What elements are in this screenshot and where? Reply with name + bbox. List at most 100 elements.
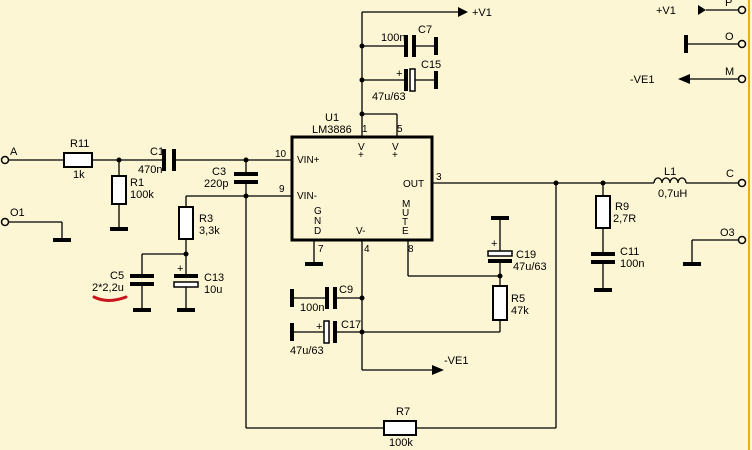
pin-label-vinm: VIN- bbox=[297, 191, 317, 202]
capacitor-c11: C11 100n bbox=[591, 246, 644, 270]
ic-part: LM3886 bbox=[312, 124, 352, 136]
c1-ref: C1 bbox=[150, 146, 164, 158]
v1-right-arrow bbox=[698, 5, 706, 15]
terminal-a bbox=[0, 155, 10, 165]
resistor-r1: R1 100k bbox=[111, 175, 154, 205]
r3-ref: R3 bbox=[199, 213, 213, 225]
pin-number-3: 3 bbox=[436, 172, 442, 183]
capacitor-c15: + C15 47u/63 bbox=[372, 59, 441, 103]
ic-ref: U1 bbox=[325, 112, 339, 124]
pin-number-5: 5 bbox=[397, 124, 403, 135]
c11-value: 100n bbox=[620, 258, 644, 270]
capacitor-c9: C9 100n bbox=[300, 284, 353, 314]
r5-ref: R5 bbox=[511, 293, 525, 305]
r1-value: 100k bbox=[130, 189, 154, 201]
terminal-o1-label: O1 bbox=[10, 207, 25, 219]
resistor-r3: R3 3,3k bbox=[178, 206, 220, 240]
capacitor-c1: C1 470n bbox=[138, 146, 176, 176]
terminal-p-label: P bbox=[725, 0, 732, 9]
capacitor-c19: + C19 47u/63 bbox=[487, 238, 547, 273]
c19-ref: C19 bbox=[516, 249, 536, 261]
terminal-p bbox=[737, 5, 747, 15]
c1-value: 470n bbox=[138, 164, 162, 176]
pin-number-10: 10 bbox=[275, 149, 287, 160]
ve1-right-label: -VE1 bbox=[630, 74, 654, 86]
c3-ref: C3 bbox=[212, 166, 226, 178]
terminal-o1 bbox=[0, 217, 10, 227]
terminal-m-label: M bbox=[725, 66, 734, 78]
c3-value: 220p bbox=[204, 178, 228, 190]
c19-value: 47u/63 bbox=[513, 261, 547, 273]
pin-label-vplus-a: V bbox=[358, 142, 365, 153]
c15-value: 47u/63 bbox=[372, 91, 406, 103]
pin-number-8: 8 bbox=[408, 244, 414, 255]
terminal-m bbox=[737, 74, 747, 84]
r7-value: 100k bbox=[389, 437, 413, 449]
r9-ref: R9 bbox=[615, 201, 629, 213]
l1-value: 0,7uH bbox=[658, 188, 687, 200]
terminal-o-label: O bbox=[725, 31, 734, 43]
wires bbox=[8, 9, 740, 429]
terminals: A O1 P O M C O3 bbox=[0, 0, 747, 245]
r11-ref: R11 bbox=[70, 138, 89, 150]
c13-ref: C13 bbox=[204, 272, 224, 284]
ve1-right-arrow bbox=[678, 74, 690, 84]
c5-value: 2*2,2u bbox=[92, 282, 124, 294]
c7-value: 100n bbox=[381, 32, 405, 44]
pin-label-plus-b: + bbox=[392, 150, 398, 161]
c17-polarity: + bbox=[316, 321, 322, 333]
c7-ref: C7 bbox=[418, 24, 432, 36]
v1-net-label: +V1 bbox=[472, 7, 492, 19]
capacitor-c3: C3 220p bbox=[204, 166, 258, 190]
terminal-o3 bbox=[737, 235, 747, 245]
r3-value: 3,3k bbox=[199, 225, 220, 237]
terminal-c bbox=[737, 178, 747, 188]
pin-label-out: OUT bbox=[403, 179, 424, 190]
pin-number-9: 9 bbox=[279, 184, 285, 195]
l1-ref: L1 bbox=[664, 166, 676, 178]
c15-ref: C15 bbox=[421, 59, 441, 71]
ve1-net-label: -VE1 bbox=[444, 355, 468, 367]
net-labels: +V1 -VE1 +V1 -VE1 bbox=[432, 5, 706, 375]
pin-number-7: 7 bbox=[318, 244, 324, 255]
c19-polarity: + bbox=[491, 238, 497, 250]
r11-value: 1k bbox=[73, 169, 85, 181]
junctions bbox=[116, 43, 606, 335]
c5-highlight-mark bbox=[92, 295, 128, 302]
terminal-o3-label: O3 bbox=[720, 227, 735, 239]
c11-ref: C11 bbox=[620, 246, 639, 258]
inductor-l1: L1 0,7uH bbox=[653, 166, 687, 200]
c17-value: 47u/63 bbox=[290, 345, 324, 357]
resistor-r5: R5 47k bbox=[492, 285, 529, 321]
capacitor-c13: + C13 10u bbox=[173, 263, 224, 296]
pin-number-1: 1 bbox=[362, 124, 368, 135]
v1-right-label: +V1 bbox=[656, 5, 676, 17]
c5-ref: C5 bbox=[110, 270, 124, 282]
r7-ref: R7 bbox=[396, 406, 410, 418]
pin-label-plus-a: + bbox=[358, 150, 364, 161]
resistor-r7: R7 100k bbox=[383, 406, 417, 449]
resistor-r9: R9 2,7R bbox=[595, 195, 636, 229]
pin-number-4: 4 bbox=[364, 244, 370, 255]
ve1-arrow bbox=[432, 365, 444, 375]
c15-polarity: + bbox=[396, 68, 402, 80]
pin-label-vinp: VIN+ bbox=[297, 155, 320, 166]
c17-ref: C17 bbox=[341, 319, 361, 331]
v1-arrow bbox=[458, 7, 468, 17]
capacitor-c7: C7 100n bbox=[381, 24, 432, 57]
terminal-c-label: C bbox=[726, 168, 734, 180]
terminal-o bbox=[737, 39, 747, 49]
r5-value: 47k bbox=[511, 305, 529, 317]
resistor-r11: R11 1k bbox=[63, 138, 93, 181]
c13-value: 10u bbox=[204, 284, 222, 296]
c9-value: 100n bbox=[300, 302, 324, 314]
capacitor-c5: C5 2*2,2u bbox=[92, 270, 154, 302]
pin-label-vminus: V- bbox=[356, 226, 365, 237]
c13-polarity: + bbox=[177, 263, 183, 275]
r9-value: 2,7R bbox=[613, 213, 636, 225]
capacitor-c17: + C17 47u/63 bbox=[290, 319, 361, 357]
